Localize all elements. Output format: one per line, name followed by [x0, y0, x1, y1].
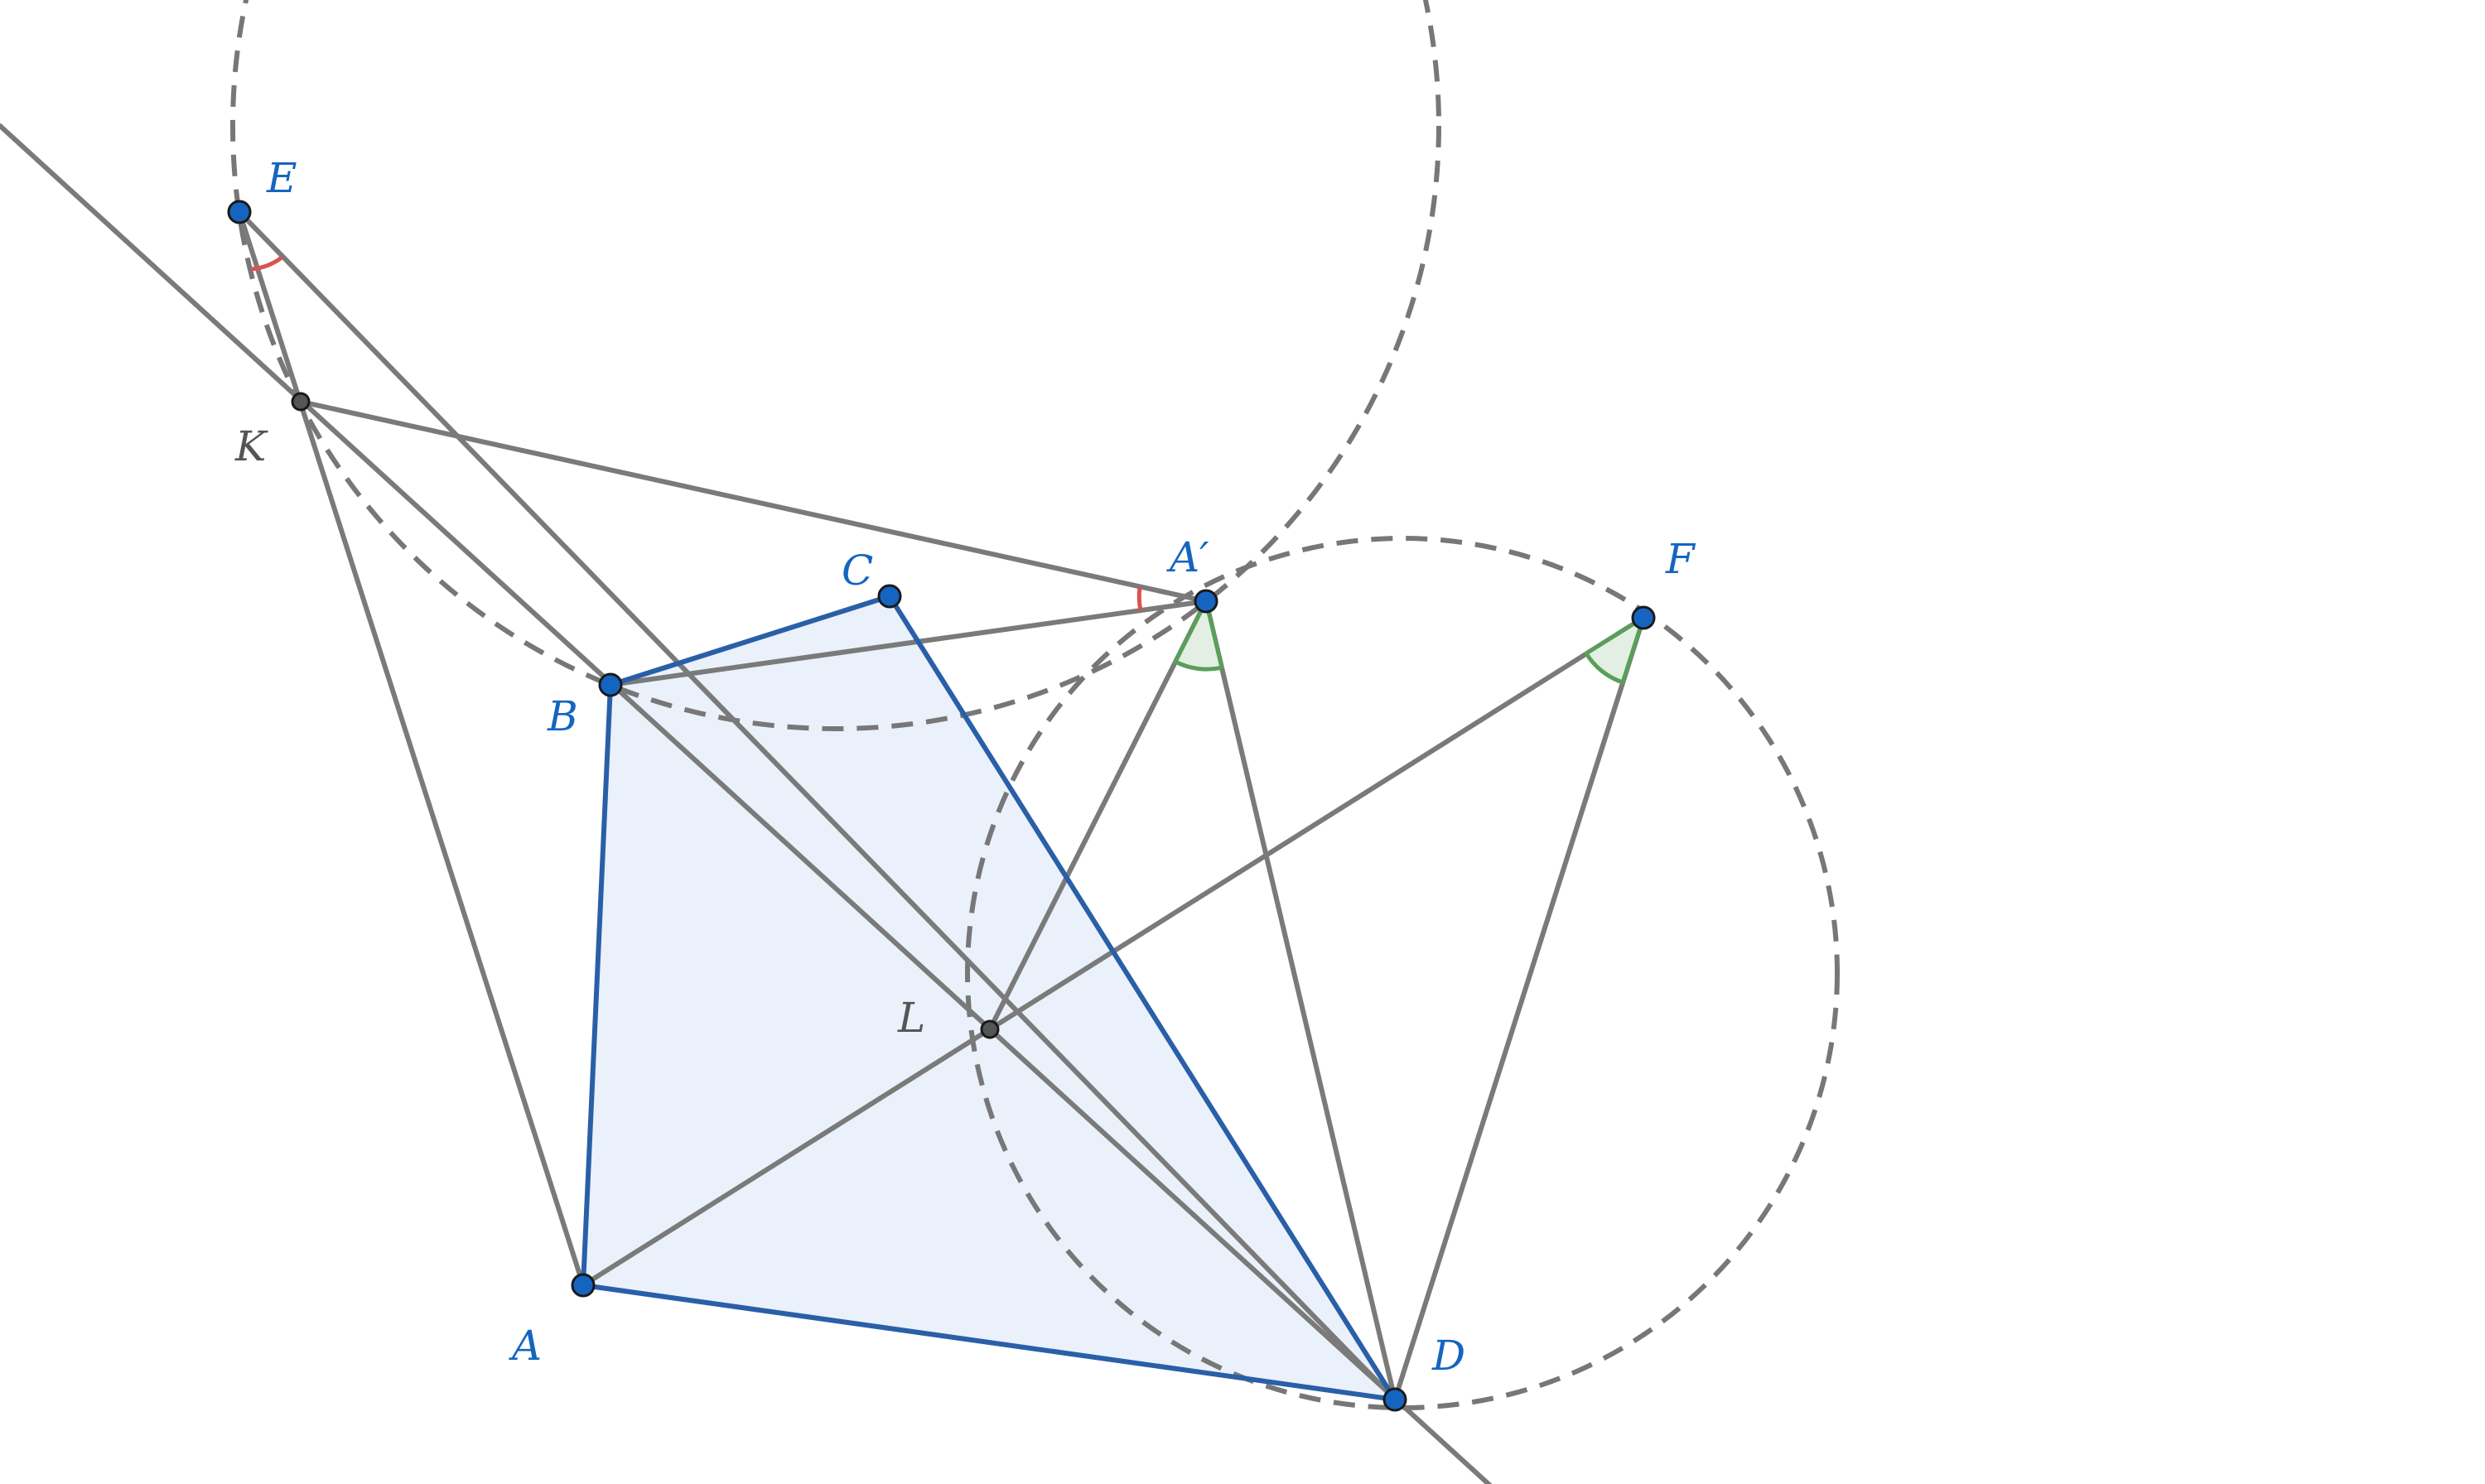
- segment-e-d: [237, 210, 1397, 1402]
- side-a-b: [581, 682, 613, 1288]
- label-a-prime: A′: [1166, 533, 1209, 581]
- side-b-c: [608, 594, 892, 687]
- point-k: [291, 392, 311, 412]
- segment-b-aprime: [608, 599, 1209, 687]
- point-f: [1631, 605, 1656, 630]
- segment-aprime-d: [1204, 599, 1397, 1402]
- segment-k-aprime: [298, 399, 1209, 604]
- side-d-a: [581, 1283, 1397, 1402]
- point-d: [1382, 1387, 1407, 1412]
- side-c-d: [887, 594, 1397, 1402]
- point-e: [227, 200, 252, 224]
- label-c: C: [842, 547, 873, 595]
- angle-mark-aprime-red: [1136, 586, 1143, 611]
- circle-e-k-b-aprime: [230, 0, 1441, 731]
- label-b: B: [547, 692, 578, 740]
- quadrilateral-abcd-fill: [583, 596, 1395, 1400]
- point-l: [980, 1019, 1000, 1039]
- label-f: F: [1665, 535, 1696, 583]
- label-e: E: [266, 154, 297, 202]
- line-k-d-extended: [0, 123, 1493, 1484]
- dashed-circles: [230, 0, 1840, 1410]
- segment-aprime-l: [987, 599, 1209, 1032]
- angle-mark-f-green: [1583, 613, 1648, 686]
- segment-f-d: [1392, 615, 1646, 1402]
- point-a-prime: [1194, 589, 1218, 614]
- point-a: [571, 1273, 596, 1298]
- angle-mark-e-red: [250, 255, 283, 272]
- label-l: L: [897, 994, 925, 1042]
- construction-lines: [0, 123, 1646, 1484]
- point-c: [877, 584, 902, 609]
- quadrilateral-abcd-outline: [581, 594, 1397, 1402]
- point-labels: A B C D E F A′ K L: [234, 154, 1696, 1380]
- label-d: D: [1431, 1332, 1465, 1380]
- points: [227, 200, 1656, 1412]
- label-k: K: [234, 422, 268, 470]
- point-b: [598, 672, 623, 697]
- angle-mark-aprime-green: [1172, 595, 1225, 672]
- segment-e-a: [237, 210, 586, 1288]
- circle-aprime-f-d-l: [965, 536, 1840, 1410]
- label-a: A: [509, 1322, 542, 1370]
